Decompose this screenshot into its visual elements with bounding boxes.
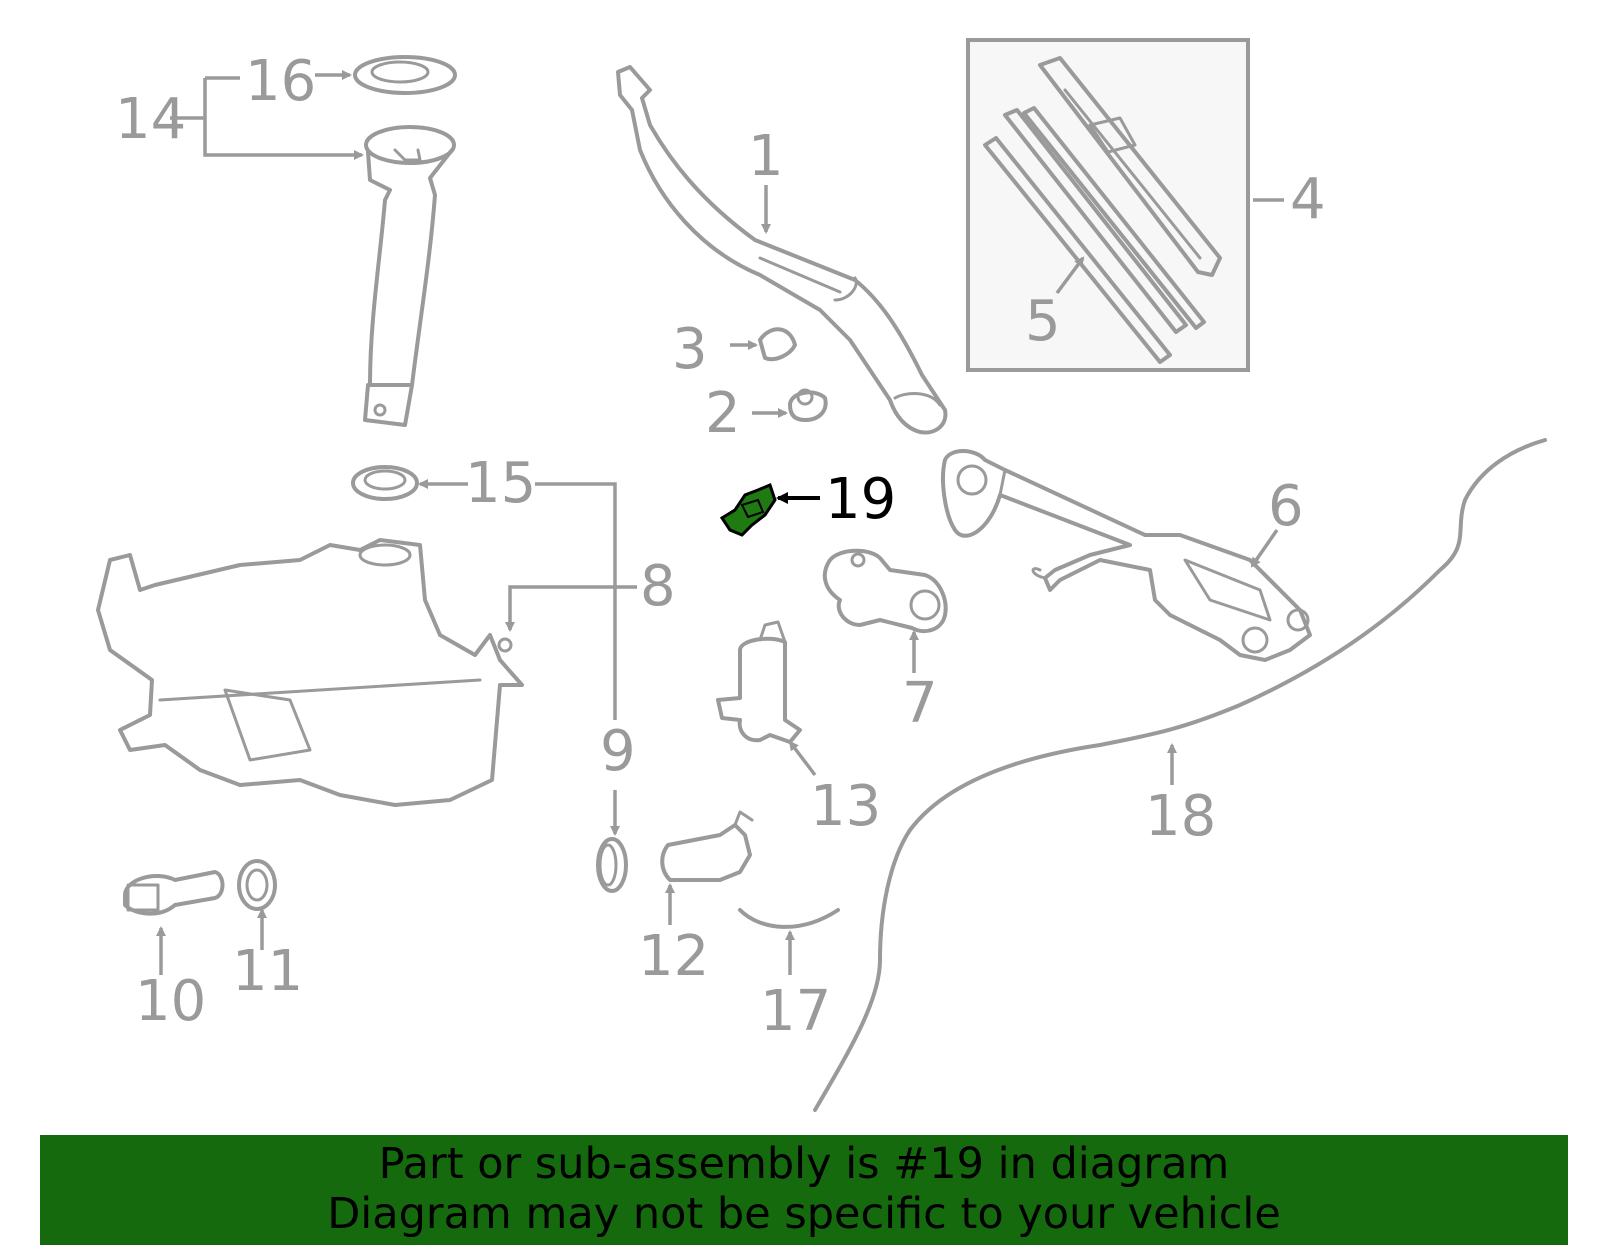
wiper-blade-inset-box <box>966 38 1250 372</box>
highlighted-part-19 <box>719 482 777 537</box>
callout-9: 9 <box>600 719 636 784</box>
washer-long-hose-part <box>813 438 1547 1112</box>
callout-10: 10 <box>135 969 206 1034</box>
wiper-linkage-part <box>941 449 1312 662</box>
callout-8: 8 <box>640 554 676 619</box>
callout-19: 19 <box>825 467 896 532</box>
washer-tank-part <box>96 538 524 807</box>
wiper-arm-cap-part <box>758 327 797 362</box>
callout-5: 5 <box>1025 289 1061 354</box>
wiper-motor-part <box>822 548 948 634</box>
wiper-blade-part <box>1003 56 1222 334</box>
wiper-arm-nut-part <box>788 388 828 422</box>
callout-18: 18 <box>1145 784 1216 849</box>
level-sensor-part <box>660 810 754 882</box>
callout-6: 6 <box>1268 474 1304 539</box>
callout-4: 4 <box>1290 167 1326 232</box>
callout-12: 12 <box>638 924 709 989</box>
callout-11: 11 <box>232 939 303 1004</box>
pump-seal-part <box>237 859 277 911</box>
callout-2: 2 <box>705 381 741 446</box>
banner-line-1: Part or sub-assembly is #19 in diagram <box>378 1139 1230 1189</box>
washer-pump-part <box>716 620 802 744</box>
washer-motor-part <box>123 870 225 916</box>
callout-15: 15 <box>465 451 536 516</box>
callout-7: 7 <box>902 671 938 736</box>
info-banner: Part or sub-assembly is #19 in diagram D… <box>40 1135 1568 1245</box>
callout-14: 14 <box>115 87 186 152</box>
wiper-refill-part <box>983 136 1172 364</box>
callout-1: 1 <box>748 124 784 189</box>
filler-seal-ring-part <box>351 465 419 501</box>
callout-13: 13 <box>810 774 881 839</box>
callout-17: 17 <box>760 979 831 1044</box>
callout-3: 3 <box>672 317 708 382</box>
washer-hose-part <box>738 908 840 929</box>
filler-neck-part <box>363 125 456 427</box>
banner-line-2: Diagram may not be specific to your vehi… <box>327 1189 1281 1239</box>
leader-lines <box>156 70 1284 975</box>
wiper-arm-part <box>616 65 948 435</box>
grommet-part <box>596 837 628 893</box>
callout-16: 16 <box>245 49 316 114</box>
filler-cap-part <box>353 55 457 95</box>
